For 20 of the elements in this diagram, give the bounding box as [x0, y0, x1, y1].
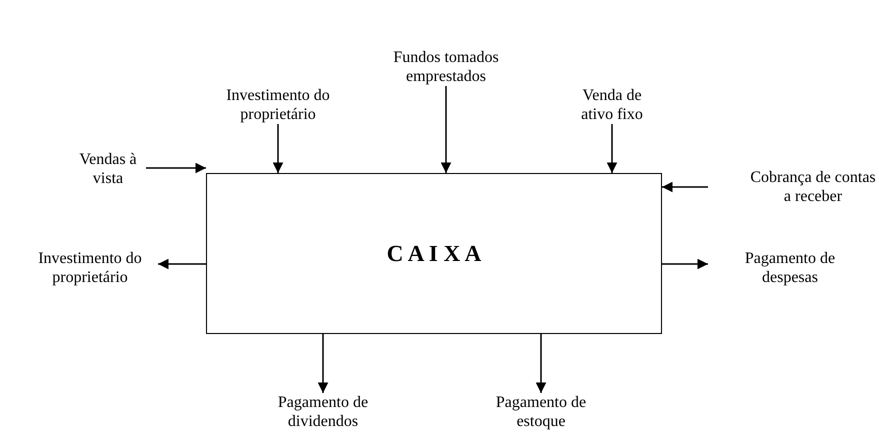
flow-label: Pagamento de despesas: [738, 249, 842, 287]
flow-label: Investimento do proprietário: [22, 249, 158, 287]
arrow: [536, 334, 546, 393]
arrow: [662, 258, 708, 270]
arrow: [146, 162, 206, 174]
arrow: [158, 258, 206, 270]
box-title: C A I X A: [386, 240, 482, 266]
flow-label: Cobrança de contas a receber: [750, 168, 876, 206]
arrow: [606, 124, 618, 173]
flow-label: Pagamento de dividendos: [262, 393, 384, 431]
flow-label: Investimento do proprietário: [218, 86, 338, 124]
flow-label: Venda de ativo fixo: [570, 86, 654, 124]
arrow: [272, 124, 284, 173]
flow-label: Vendas à vista: [70, 150, 146, 188]
flow-label: Pagamento de estoque: [486, 393, 596, 431]
process-box: [206, 173, 662, 334]
arrow: [440, 86, 452, 173]
flow-label: Fundos tomados emprestados: [391, 48, 501, 86]
arrow: [318, 334, 328, 393]
arrow: [662, 182, 708, 192]
